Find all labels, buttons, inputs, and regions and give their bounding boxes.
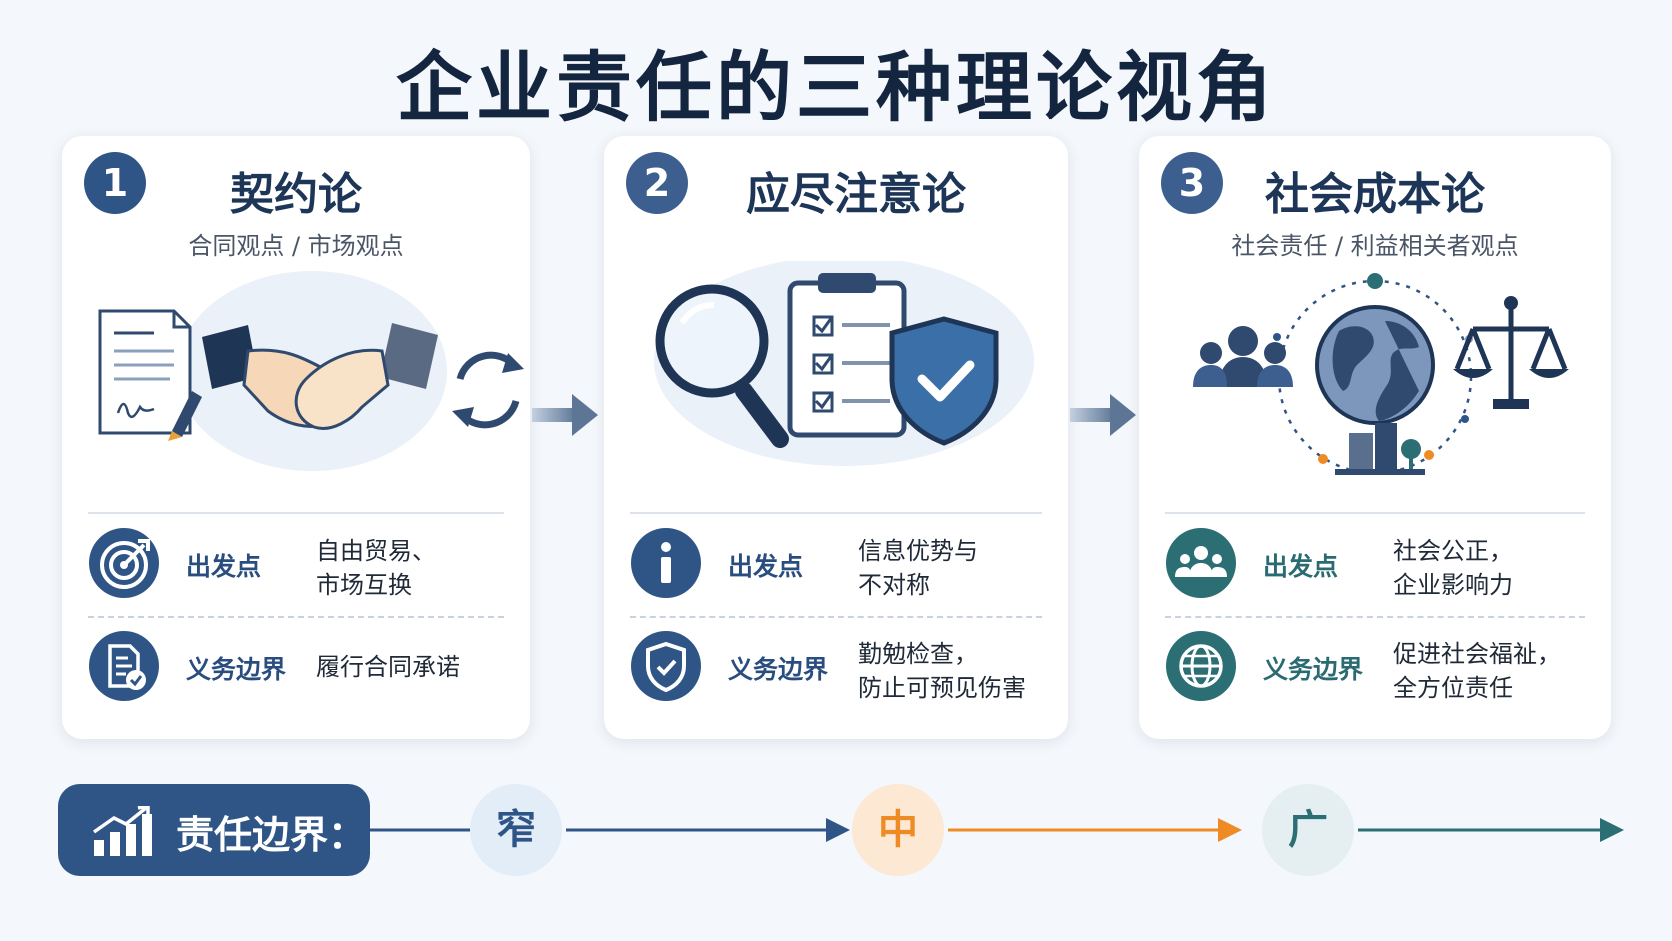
row-value: 自由贸易、 市场互换 <box>316 537 436 599</box>
row-label: 义务边界 <box>186 655 287 684</box>
duty-boundary-row: 义务边界 履行合同承诺 <box>88 630 514 706</box>
row-value: 信息优势与 不对称 <box>858 537 978 599</box>
card-title: 应尽注意论 <box>746 169 966 220</box>
shield-check-icon <box>631 631 701 701</box>
contract-check-icon <box>89 631 159 701</box>
row-label: 出发点 <box>728 552 804 581</box>
level-medium: 中 <box>852 784 944 876</box>
card-subtitle: 合同观点 / 市场观点 <box>188 232 404 260</box>
scales-of-justice-icon <box>1454 305 1568 403</box>
row-label: 出发点 <box>186 552 262 581</box>
origin-row: 出发点 自由贸易、 市场互换 <box>88 527 514 603</box>
divider-dashed <box>630 616 1042 618</box>
shield-check-icon <box>889 316 999 446</box>
row-label: 义务边界 <box>1263 655 1364 684</box>
boundary-scale-arrows <box>370 818 1624 842</box>
handshake-contract-illustration <box>98 271 524 471</box>
info-icon <box>631 528 701 598</box>
origin-row: 出发点 信息优势与 不对称 <box>630 527 1052 603</box>
row-value: 社会公正， 企业影响力 <box>1393 537 1513 599</box>
target-icon <box>89 528 159 598</box>
document-icon <box>98 309 192 435</box>
pen-icon <box>168 391 202 441</box>
people-group-icon <box>1166 528 1236 598</box>
card-due-care-theory: 2 应尽注意论 <box>604 136 1068 739</box>
card-title: 契约论 <box>230 169 362 220</box>
duty-boundary-row: 义务边界 勤勉检查， 防止可预见伤害 <box>630 630 1052 706</box>
magnifier-icon <box>655 284 789 448</box>
divider <box>630 512 1042 514</box>
step-number-badge: 1 <box>84 152 146 214</box>
row-value: 勤勉检查， 防止可预见伤害 <box>858 640 1026 702</box>
level-broad: 广 <box>1262 784 1354 876</box>
city-buildings-icon <box>1335 423 1425 475</box>
inspection-illustration <box>654 261 1034 466</box>
footer-label: 责任边界： <box>176 813 367 857</box>
growth-chart-icon <box>92 806 152 856</box>
level-narrow: 窄 <box>470 784 562 876</box>
row-label: 义务边界 <box>728 655 829 684</box>
step-number-badge: 3 <box>1161 152 1223 214</box>
divider-dashed <box>88 616 504 618</box>
arrow-right-icon <box>1070 394 1136 436</box>
page-title: 企业责任的三种理论视角 <box>396 43 1276 132</box>
arrow-right-icon <box>532 394 598 436</box>
row-value: 履行合同承诺 <box>316 653 460 681</box>
society-globe-illustration <box>1193 273 1569 475</box>
step-number-badge: 2 <box>626 152 688 214</box>
divider <box>1165 512 1585 514</box>
card-contract-theory: 1 契约论 合同观点 / 市场观点 <box>62 136 530 739</box>
card-title: 社会成本论 <box>1265 169 1485 220</box>
globe-icon <box>1166 631 1236 701</box>
clipboard-checklist-icon <box>787 273 907 438</box>
row-value: 促进社会福祉， 全方位责任 <box>1393 640 1561 702</box>
card-subtitle: 社会责任 / 利益相关者观点 <box>1231 232 1519 260</box>
responsibility-boundary-label-box: 责任边界： <box>58 784 370 876</box>
people-group-icon <box>1193 326 1293 387</box>
card-social-cost-theory: 3 社会成本论 社会责任 / 利益相关者观点 <box>1139 136 1611 739</box>
origin-row: 出发点 社会公正， 企业影响力 <box>1165 527 1595 603</box>
divider <box>88 512 504 514</box>
row-label: 出发点 <box>1263 552 1339 581</box>
duty-boundary-row: 义务边界 促进社会福祉， 全方位责任 <box>1165 630 1595 706</box>
divider-dashed <box>1165 616 1585 618</box>
globe-icon <box>1315 305 1435 425</box>
